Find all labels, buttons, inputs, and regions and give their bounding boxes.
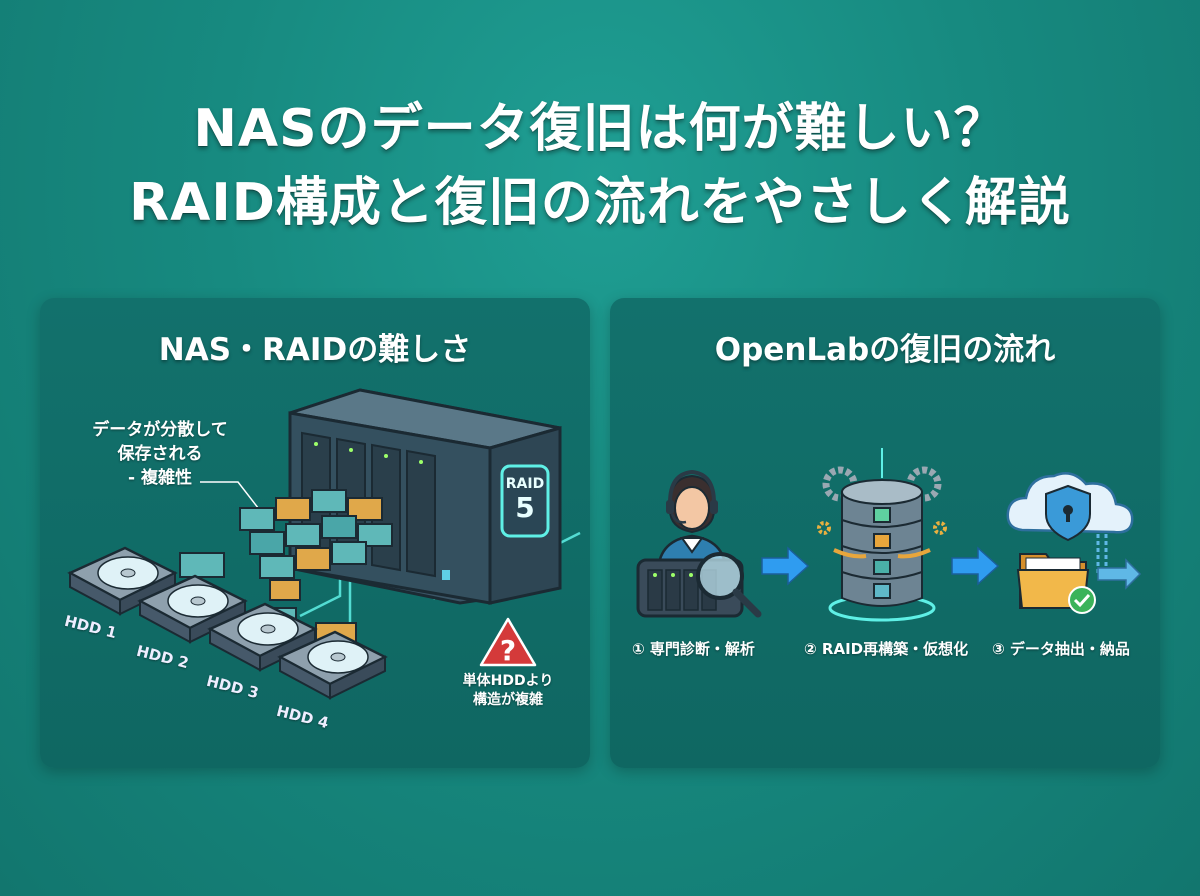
- svg-text:?: ?: [500, 634, 516, 667]
- complexity-warning: ? 単体HDDより 構造が複雑: [458, 616, 558, 710]
- panel-heading: OpenLabの復旧の流れ: [714, 332, 1056, 368]
- raid-level-badge: RAID 5: [505, 476, 545, 524]
- panel-heading: NAS・RAIDの難しさ: [158, 332, 472, 368]
- distributed-data-callout: データが分散して 保存される - 複雑性: [92, 420, 228, 488]
- database-rebuild-icon: [817, 448, 947, 622]
- technician-inspecting-nas-icon: [636, 469, 762, 618]
- nas-raid-difficulty-panel: NAS・RAIDの難しさ データが分散して 保存される - 複雑性: [40, 298, 590, 768]
- question-warning-icon: ?: [479, 617, 537, 667]
- hard-drives-icon: [67, 546, 387, 700]
- step-1-label: ① 専門診断・解析: [632, 640, 755, 658]
- title-line-2: RAID構成と復旧の流れをやさしく解説: [129, 173, 1071, 233]
- secure-cloud-folder-delivery-icon: [1006, 472, 1142, 614]
- openlab-recovery-flow-panel: OpenLabの復旧の流れ: [610, 298, 1160, 768]
- right-arrow-icon: [761, 546, 810, 586]
- right-arrow-icon: [951, 546, 1000, 586]
- step-3-label: ③ データ抽出・納品: [992, 640, 1130, 658]
- step-2-label: ② RAID再構築・仮想化: [804, 640, 969, 658]
- title-line-1: NASのデータ復旧は何が難しい？: [193, 99, 1007, 159]
- page-title: NASのデータ復旧は何が難しい？ RAID構成と復旧の流れをやさしく解説: [0, 92, 1200, 240]
